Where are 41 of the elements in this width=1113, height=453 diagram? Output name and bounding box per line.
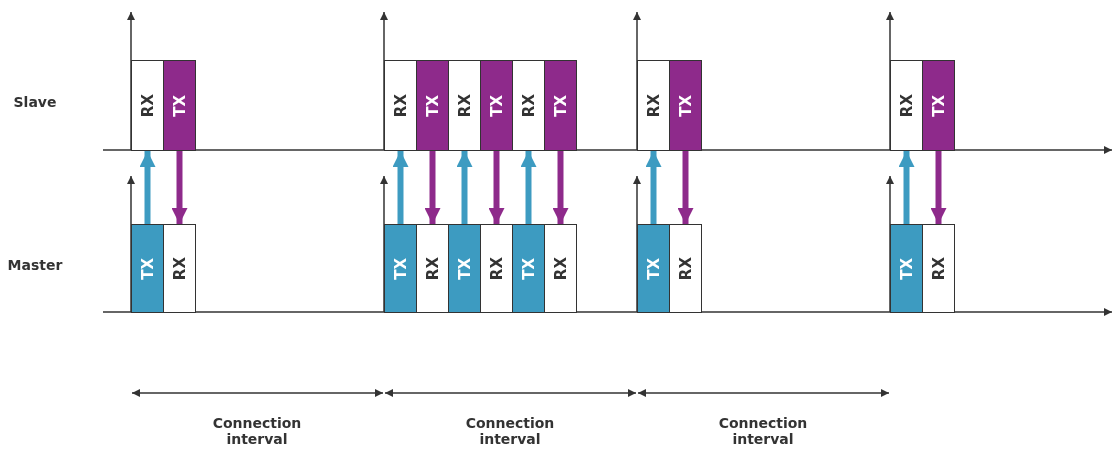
time-slot: TX <box>512 224 545 313</box>
time-slot: TX <box>416 60 449 151</box>
time-slot: TX <box>922 60 955 151</box>
interval-label: Connection interval <box>464 415 556 447</box>
time-slot: RX <box>922 224 955 313</box>
time-slot: TX <box>544 60 577 151</box>
time-slot: TX <box>890 224 923 313</box>
time-slot: RX <box>544 224 577 313</box>
time-slot: RX <box>448 60 481 151</box>
time-slot: TX <box>131 224 164 313</box>
arrow <box>456 151 473 224</box>
time-slot: RX <box>512 60 545 151</box>
arrow <box>898 151 915 224</box>
arrow <box>552 151 569 224</box>
time-slot: RX <box>890 60 923 151</box>
arrow <box>488 151 505 224</box>
time-slot: RX <box>131 60 164 151</box>
arrow <box>677 151 694 224</box>
time-slot: TX <box>384 224 417 313</box>
time-slot: TX <box>480 60 513 151</box>
arrow <box>139 151 156 224</box>
row-label: Master <box>6 257 64 273</box>
arrow <box>171 151 188 224</box>
time-slot: RX <box>384 60 417 151</box>
arrow <box>424 151 441 224</box>
time-slot: RX <box>416 224 449 313</box>
time-slot: RX <box>163 224 196 313</box>
time-slot: TX <box>637 224 670 313</box>
time-slot: RX <box>669 224 702 313</box>
arrow <box>520 151 537 224</box>
time-slot: TX <box>448 224 481 313</box>
time-slot: RX <box>637 60 670 151</box>
interval-label: Connection interval <box>211 415 303 447</box>
time-slot: TX <box>163 60 196 151</box>
time-slot: RX <box>480 224 513 313</box>
arrow <box>930 151 947 224</box>
row-label: Slave <box>12 94 58 110</box>
time-slot: TX <box>669 60 702 151</box>
arrow <box>392 151 409 224</box>
arrow <box>645 151 662 224</box>
interval-label: Connection interval <box>717 415 809 447</box>
